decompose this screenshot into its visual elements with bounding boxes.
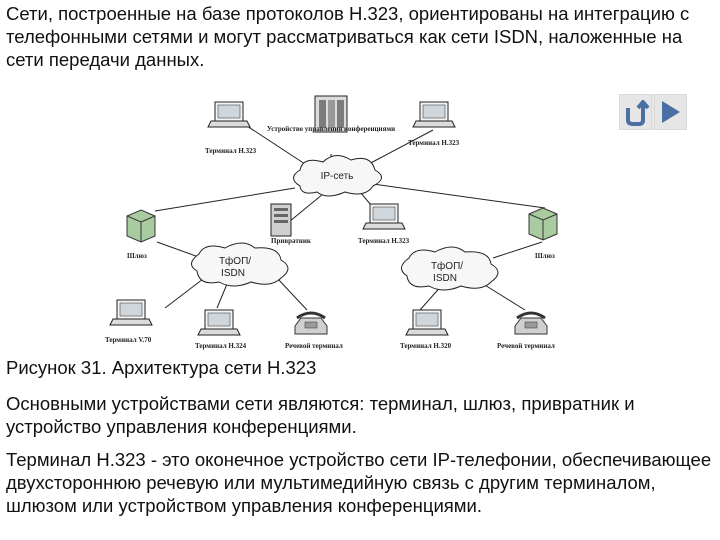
terminal-h323-laptop-icon [362,203,406,230]
terminal-h324-label: Терминал H.324 [195,342,247,350]
ip-network-label: IP-сеть [321,171,354,182]
terminal-v70-laptop-icon [109,299,153,326]
ip-network-cloud-icon [293,155,382,197]
terminal-h320-label: Терминал H.320 [400,342,452,350]
gatekeeper-server-icon [270,203,292,237]
voice-terminal-phone-icon [293,311,329,336]
gateway-icon [126,209,156,243]
terminal-h323-laptop-icon [207,101,251,128]
mcu-rack-icon [314,95,348,133]
voice-terminal-label: Речевой терминал [285,342,343,350]
gateway-icon [528,207,558,241]
pstn-isdn-cloud-icon [401,246,499,291]
pstn-label-line1: ТфОП/ [219,255,251,267]
terminal-h323-label: Терминал H.323 [358,237,410,245]
slide-navigation [618,93,688,131]
gateway-label: Шлюз [535,252,555,260]
figure-caption: Рисунок 31. Архитектура сети Н.323 [6,357,317,378]
play-arrow-icon [662,101,680,123]
gatekeeper-label: Привратник [271,237,312,245]
mcu-label: Устройство управления конференциями [267,125,395,133]
h323-architecture-diagram: Устройство управления конференциями Терм… [105,95,558,350]
terminal-definition-paragraph: Терминал Н.323 - это оконечное устройств… [6,449,712,516]
terminal-h323-label: Терминал H.323 [408,139,460,147]
gateway-label: Шлюз [127,252,147,260]
terminal-h320-laptop-icon [405,309,449,336]
devices-paragraph: Основными устройствами сети являются: те… [6,393,635,437]
pstn-label-line2: ISDN [221,268,245,279]
pstn-isdn-cloud-icon [191,242,289,287]
voice-terminal-phone-icon [513,311,549,336]
terminal-v70-label: Терминал V.70 [105,336,152,344]
return-button[interactable] [618,93,653,131]
return-icon [626,100,650,126]
intro-paragraph: Сети, построенные на базе протоколов Н.3… [6,3,690,70]
terminal-h323-label: Терминал H.323 [205,147,257,155]
pstn-label-line1: ТфОП/ [431,260,463,272]
terminal-h323-laptop-icon [412,101,456,128]
next-button[interactable] [653,93,688,131]
terminal-h324-laptop-icon [197,309,241,336]
pstn-label-line2: ISDN [433,273,457,284]
voice-terminal-label: Речевой терминал [497,342,555,350]
